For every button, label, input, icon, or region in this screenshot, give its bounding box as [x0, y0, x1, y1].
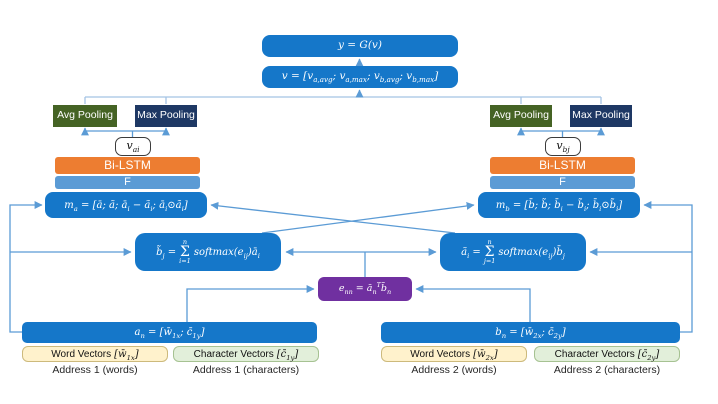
prediction-formula: y = G(v)	[338, 39, 382, 52]
address2-characters-caption: Address 2 (characters)	[553, 364, 661, 377]
max-pooling-left-label: Max Pooling	[137, 109, 195, 122]
avg-pooling-right-label: Avg Pooling	[493, 109, 549, 122]
concat-left-formula: an = [w̄1x; c̄1y]	[134, 327, 205, 340]
f-layer-left-label: F	[124, 176, 131, 189]
word-vectors-right-box: Word Vectors [w̄2x]	[381, 346, 527, 362]
attention-left-rhs: softmax(eij)āi	[193, 246, 260, 260]
match-left-formula: ma = [ā; ã; āi − ãi; āi⊙ãi]	[64, 199, 188, 213]
max-pooling-left-box: Max Pooling	[135, 105, 197, 127]
f-layer-right-box: F	[490, 176, 635, 189]
fusion-formula: v = [va,avg; va,max; vb,avg; vb,max]	[281, 70, 439, 85]
bilstm-right-label: Bi-LSTM	[539, 157, 586, 172]
pooling-bus-line	[84, 96, 602, 104]
attention-energy-formula: enn = ānTb̄n	[338, 280, 392, 296]
avg-pooling-right-box: Avg Pooling	[490, 105, 552, 127]
attention-right-lhs: ãi =	[461, 246, 481, 260]
match-right-box: mb = [b̄; b̃; b̄i − b̃i; b̄i⊙b̃i]	[478, 192, 640, 218]
max-pooling-right-box: Max Pooling	[570, 105, 632, 127]
bilstm-left-box: Bi-LSTM	[55, 157, 200, 174]
attention-right-box: ãi = n Σ j=1 softmax(eij)b̄j	[440, 233, 586, 271]
arrow-an-to-energy	[186, 285, 315, 322]
match-left-box: ma = [ā; ã; āi − ãi; āi⊙ãi]	[45, 192, 207, 218]
avg-pooling-left-label: Avg Pooling	[57, 109, 113, 122]
word-vectors-left-label: Word Vectors	[51, 348, 112, 360]
bilstm-left-label: Bi-LSTM	[104, 157, 151, 172]
attention-left-lhs: b̃j =	[156, 246, 177, 260]
attention-left-box: b̃j = n Σ i=1 softmax(eij)āi	[135, 233, 281, 271]
char-vectors-left-box: Character Vectors [c̄1y]	[173, 346, 319, 362]
attention-right-rhs: softmax(eij)b̄j	[498, 246, 565, 260]
arrow-bn-to-energy	[415, 285, 531, 322]
sum-symbol-right: n Σ j=1	[483, 238, 496, 266]
hidden-state-left-label: vai	[126, 139, 140, 155]
match-right-formula: mb = [b̄; b̃; b̄i − b̃i; b̄i⊙b̃i]	[495, 199, 623, 213]
max-pooling-right-label: Max Pooling	[572, 109, 630, 122]
sum-symbol-left: n Σ i=1	[179, 238, 191, 266]
char-vectors-left-label: Character Vectors	[193, 348, 274, 360]
address2-words-caption: Address 2 (words)	[411, 364, 497, 377]
hidden-state-left-box: vai	[115, 137, 151, 156]
address1-words-caption: Address 1 (words)	[52, 364, 138, 377]
arrow-left-attention-to-right-match	[261, 202, 475, 234]
fusion-vector-box: v = [va,avg; va,max; vb,avg; vb,max]	[262, 66, 458, 88]
f-layer-right-label: F	[559, 176, 566, 189]
concat-right-formula: bn = [w̄2x; c̄2y]	[495, 327, 566, 340]
right-rail-to-match	[643, 201, 693, 333]
word-vectors-right-label: Word Vectors	[410, 348, 471, 360]
avg-pooling-left-box: Avg Pooling	[53, 105, 117, 127]
char-vectors-right-label: Character Vectors	[554, 348, 635, 360]
concat-right-box: bn = [w̄2x; c̄2y]	[381, 322, 680, 343]
arrow-right-attention-to-left-match	[210, 201, 456, 234]
address1-characters-caption: Address 1 (characters)	[192, 364, 300, 377]
hidden-state-right-label: vbj	[556, 139, 570, 155]
f-layer-left-box: F	[55, 176, 200, 189]
word-vectors-left-box: Word Vectors [w̄1x]	[22, 346, 168, 362]
char-vectors-right-box: Character Vectors [c̄2y]	[534, 346, 680, 362]
hidden-state-right-box: vbj	[545, 137, 581, 156]
bilstm-right-box: Bi-LSTM	[490, 157, 635, 174]
attention-energy-box: enn = ānTb̄n	[318, 277, 412, 301]
concat-left-box: an = [w̄1x; c̄1y]	[22, 322, 317, 343]
left-rail-to-match	[9, 201, 43, 333]
prediction-box: y = G(v)	[262, 35, 458, 57]
